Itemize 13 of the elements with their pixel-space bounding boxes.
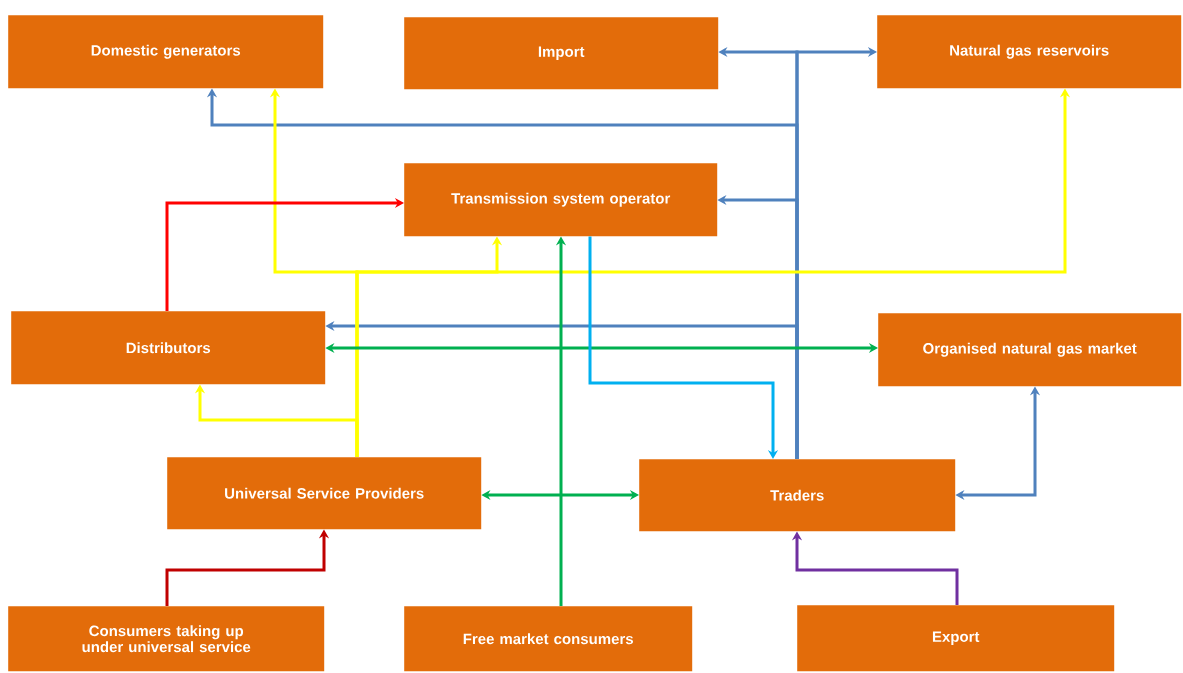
process-box: Organised natural gas market (878, 313, 1182, 387)
process-box: Domestic generators (8, 15, 324, 89)
process-box: Universal Service Providers (167, 457, 482, 530)
process-box: Distributors (11, 311, 326, 385)
arrow (588, 236, 779, 459)
arrow (165, 197, 404, 311)
process-box: Transmission system operator (404, 163, 718, 237)
process-box: Import (404, 17, 719, 90)
process-box: Traders (639, 459, 956, 532)
process-box: Natural gas reservoirs (877, 15, 1182, 89)
process-box: Free market consumers (404, 606, 693, 672)
process-box: Export (797, 605, 1115, 672)
process-box: Consumers taking up under universal service (8, 606, 325, 672)
